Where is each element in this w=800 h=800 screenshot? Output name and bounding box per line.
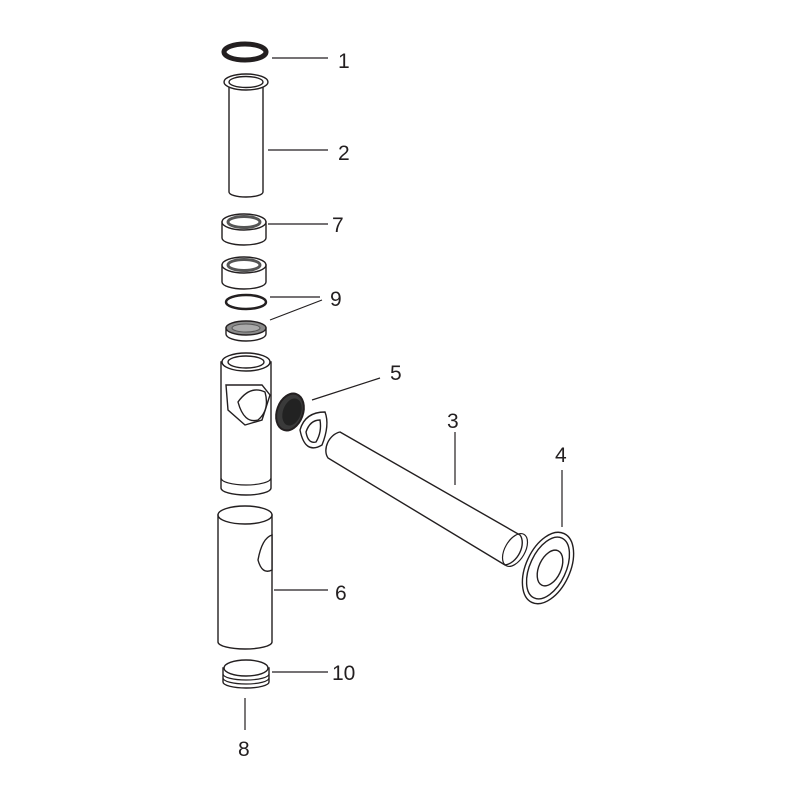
- part-3-pipe: [325, 431, 529, 567]
- label-5: 5: [390, 362, 402, 385]
- label-8: 8: [238, 738, 250, 761]
- label-3: 3: [447, 410, 459, 433]
- part-2-tube: [223, 73, 269, 198]
- label-1: 1: [338, 50, 350, 73]
- part-5-gasket: [275, 392, 328, 449]
- label-6: 6: [335, 582, 347, 605]
- trap-body: [220, 352, 272, 496]
- label-10: 10: [332, 662, 355, 685]
- label-9: 9: [330, 288, 342, 311]
- part-7-nut: [221, 213, 267, 246]
- part-9-rings: [224, 293, 268, 342]
- label-2: 2: [338, 142, 350, 165]
- part-nut-second: [221, 256, 267, 290]
- part-6-tube: [217, 505, 273, 650]
- part-10-cap: [222, 659, 270, 689]
- part-1-ring: [221, 41, 269, 63]
- label-4: 4: [555, 444, 567, 467]
- leader-lines: [244, 57, 563, 730]
- part-4-rosette: [521, 531, 575, 605]
- label-7: 7: [332, 214, 344, 237]
